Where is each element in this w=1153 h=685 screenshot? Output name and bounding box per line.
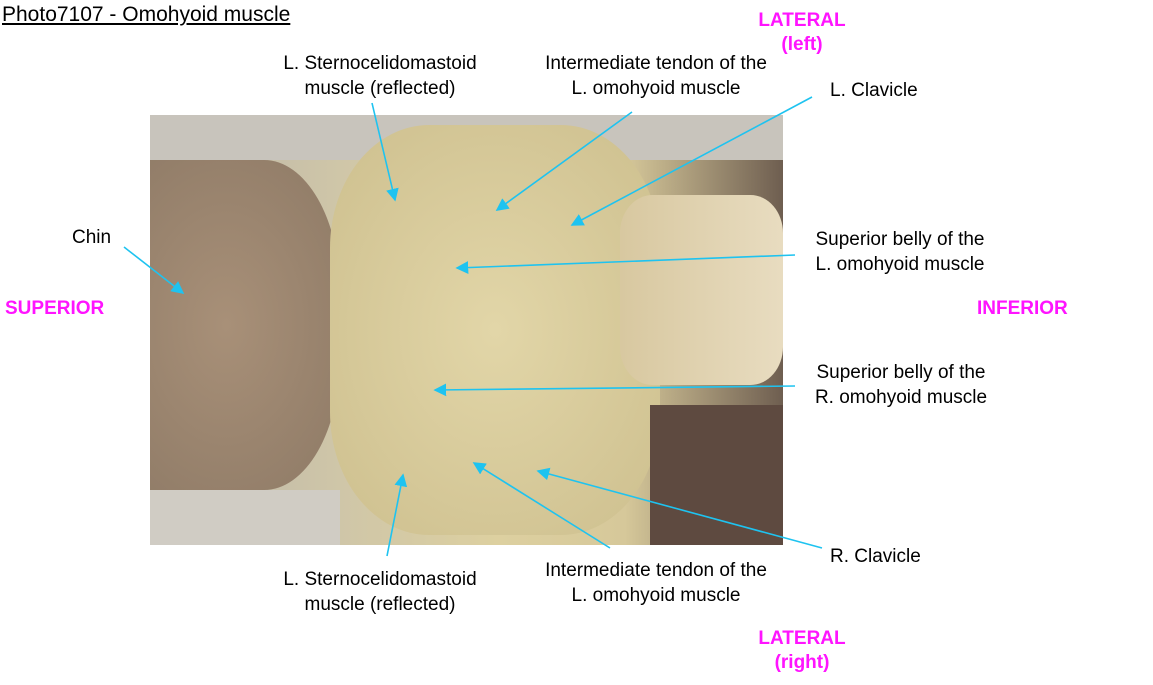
label-line: L. Sternocelidomastoid: [283, 569, 477, 590]
label-line: Intermediate tendon of the: [545, 53, 767, 74]
direction-text: LATERAL: [758, 628, 846, 649]
label-scm-bottom: L. Sternocelidomastoid muscle (reflected…: [262, 567, 498, 617]
arrow-scm-top: [371, 102, 399, 202]
arrow-tendon-bottom: [472, 462, 611, 549]
arrow-scm-bottom: [386, 473, 408, 557]
label-line: muscle (reflected): [304, 78, 456, 99]
dissection-photo: [150, 115, 783, 545]
label-chin: Chin: [72, 227, 112, 248]
label-line: muscle (reflected): [304, 594, 456, 615]
label-line: Superior belly of the: [815, 229, 985, 250]
arrow-tendon-top: [495, 111, 633, 211]
arrow-sup-belly-r: [433, 383, 796, 397]
direction-text: LATERAL: [758, 10, 846, 31]
direction-subtext: (left): [781, 34, 823, 55]
direction-lateral-left: LATERAL (left): [740, 9, 864, 57]
label-l-clavicle: L. Clavicle: [830, 80, 918, 101]
direction-lateral-right: LATERAL (right): [740, 627, 864, 675]
direction-superior: SUPERIOR: [5, 298, 105, 319]
direction-inferior: INFERIOR: [977, 298, 1068, 319]
label-tendon-top: Intermediate tendon of the L. omohyoid m…: [522, 51, 790, 101]
arrow-sup-belly-l: [455, 254, 796, 274]
label-line: R. omohyoid muscle: [814, 387, 988, 408]
label-line: L. omohyoid muscle: [815, 254, 985, 275]
label-line: Superior belly of the: [816, 362, 986, 383]
label-line: Intermediate tendon of the: [545, 560, 767, 581]
arrow-l-clavicle: [570, 96, 813, 226]
arrow-r-clavicle: [536, 467, 823, 549]
label-sup-belly-r: Superior belly of the R. omohyoid muscle: [800, 360, 1002, 410]
direction-subtext: (right): [774, 652, 830, 673]
label-sup-belly-l: Superior belly of the L. omohyoid muscle: [800, 227, 1000, 277]
label-line: L. omohyoid muscle: [571, 78, 741, 99]
label-scm-top: L. Sternocelidomastoid muscle (reflected…: [262, 51, 498, 101]
arrow-chin: [123, 246, 185, 294]
label-tendon-bottom: Intermediate tendon of the L. omohyoid m…: [522, 558, 790, 608]
label-line: L. omohyoid muscle: [571, 585, 741, 606]
label-r-clavicle: R. Clavicle: [830, 546, 921, 567]
page-title: Photo7107 - Omohyoid muscle: [2, 3, 291, 26]
label-line: L. Sternocelidomastoid: [283, 53, 477, 74]
